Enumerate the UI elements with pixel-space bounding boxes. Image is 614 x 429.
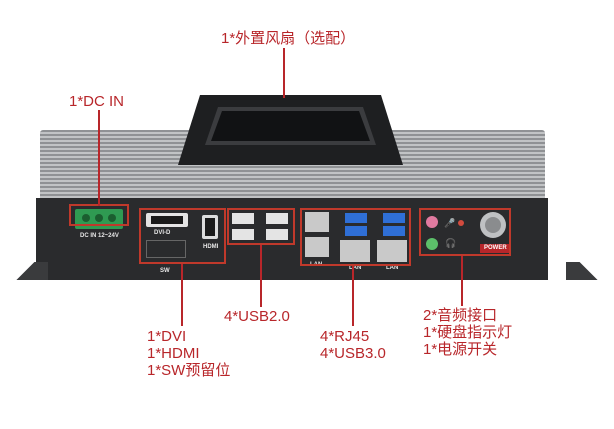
- usb3-port[interactable]: [383, 213, 405, 223]
- headphone-icon: 🎧: [445, 238, 457, 248]
- rj45-port[interactable]: [305, 237, 329, 257]
- usb2-highlight-box: [227, 208, 295, 245]
- mic-jack[interactable]: [426, 216, 438, 228]
- terminal-screw: [108, 214, 116, 222]
- audio-callout-group: 2*音频接口 1*硬盘指示灯 1*电源开关: [423, 307, 512, 358]
- usb3-port[interactable]: [345, 213, 367, 223]
- power-label: POWER: [480, 244, 511, 253]
- dvi-port[interactable]: [146, 213, 188, 227]
- power-icon: [485, 217, 501, 233]
- rj45-port[interactable]: [377, 240, 407, 262]
- rj45-callout-group: 4*RJ45 4*USB3.0: [320, 328, 386, 362]
- dc-in-highlight-box: [69, 204, 129, 226]
- usb3-port[interactable]: [345, 226, 367, 236]
- fan-leader: [283, 48, 285, 98]
- sw-reserved-slot: [146, 240, 186, 258]
- usb2-leader: [260, 245, 262, 307]
- rj45-highlight-box: [300, 208, 411, 266]
- usb2-port[interactable]: [266, 213, 288, 224]
- dvi-callout-group: 1*DVI 1*HDMI 1*SW预留位: [147, 328, 230, 379]
- terminal-screw: [95, 214, 103, 222]
- usb2-port[interactable]: [232, 229, 254, 240]
- audio-power-highlight-box: [419, 208, 511, 256]
- rj45-callout: 4*RJ45: [320, 328, 370, 345]
- microphone-icon: 🎤: [444, 218, 456, 228]
- dvi-label: DVI-D: [154, 230, 171, 236]
- usb2-callout: 4*USB2.0: [224, 308, 290, 325]
- usb3-port[interactable]: [383, 226, 405, 236]
- terminal-screw: [82, 214, 90, 222]
- hdmi-label: HDMI: [203, 244, 219, 250]
- usb2-port[interactable]: [266, 229, 288, 240]
- audio-leader: [461, 256, 463, 306]
- power-button[interactable]: [480, 212, 506, 238]
- dvi-callout: 1*DVI: [147, 328, 187, 345]
- lan-label-2: LAN: [349, 265, 362, 271]
- power-switch-callout: 1*电源开关: [423, 341, 498, 358]
- usb3-callout: 4*USB3.0: [320, 345, 386, 362]
- fan-handle: [178, 95, 403, 165]
- hdmi-port[interactable]: [202, 215, 218, 239]
- hdmi-callout: 1*HDMI: [147, 345, 200, 362]
- usb2-port[interactable]: [232, 213, 254, 224]
- foot-left-bevel: [8, 262, 48, 280]
- rj45-leader: [352, 266, 354, 326]
- dvi-highlight-box: [139, 208, 226, 264]
- dvi-port-slot: [151, 216, 183, 224]
- lan-label-3: LAN: [386, 265, 399, 271]
- dvi-leader: [181, 264, 183, 326]
- hdd-led-callout: 1*硬盘指示灯: [423, 324, 513, 341]
- rj45-port[interactable]: [340, 240, 370, 262]
- dc-in-label: DC IN 12~24V: [80, 233, 119, 239]
- audio-callout: 2*音频接口: [423, 307, 498, 324]
- dc-in-leader: [98, 110, 100, 206]
- foot-right-bevel: [566, 262, 606, 280]
- dc-in-callout: 1*DC IN: [69, 93, 125, 110]
- sw-label: SW: [160, 268, 170, 274]
- headphone-jack[interactable]: [426, 238, 438, 250]
- hdd-led: [458, 220, 464, 226]
- fan-callout: 1*外置风扇（选配）: [221, 30, 356, 47]
- rj45-port[interactable]: [305, 212, 329, 232]
- hdmi-port-slot: [205, 218, 215, 236]
- sw-callout: 1*SW预留位: [147, 362, 231, 379]
